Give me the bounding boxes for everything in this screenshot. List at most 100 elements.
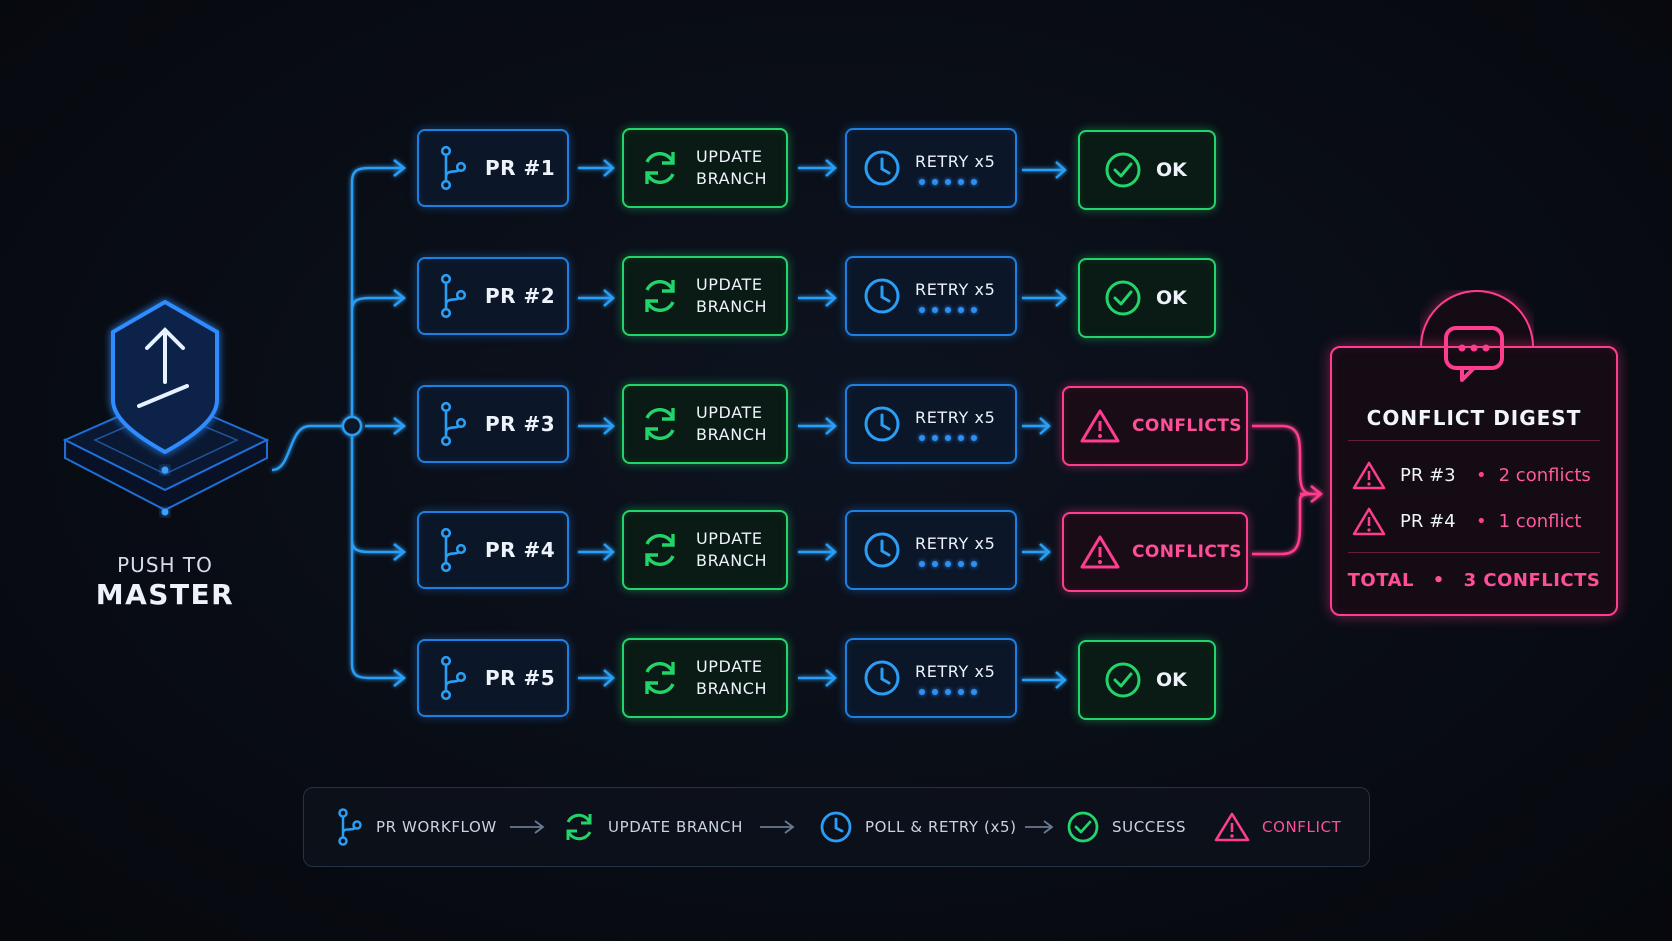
digest-total: TOTAL • 3 CONFLICTS — [1347, 570, 1601, 591]
ok-status-box[interactable]: OK — [1078, 130, 1216, 210]
chat-bubble-icon — [1444, 326, 1504, 382]
retry-label: RETRY x5 — [915, 279, 996, 299]
pr-label: PR #5 — [485, 666, 556, 690]
conflicts-status-box[interactable]: CONFLICTS — [1062, 386, 1248, 466]
digest-title: CONFLICT DIGEST — [1366, 406, 1582, 430]
retry-dots — [919, 178, 995, 185]
legend-pr-workflow-label: PR WORKFLOW — [376, 818, 497, 836]
ok-label: OK — [1156, 159, 1187, 181]
warning-triangle-icon — [1080, 535, 1120, 569]
conflict-digest-panel: CONFLICT DIGEST PR #3 • 2 conflicts PR #… — [1330, 326, 1618, 616]
digest-divider — [1348, 440, 1600, 441]
refresh-icon — [645, 408, 675, 440]
source-label-line1: PUSH TO — [117, 553, 213, 577]
digest-item: PR #4 • 1 conflict — [1352, 506, 1581, 536]
retry-box[interactable]: RETRY x5 — [845, 384, 1017, 464]
warning-triangle-icon — [1352, 507, 1386, 536]
digest-total-label: TOTAL — [1347, 570, 1414, 591]
pr-box[interactable]: PR #3 — [417, 385, 569, 463]
digest-item-pr: PR #3 — [1400, 464, 1456, 486]
git-branch-icon — [440, 527, 467, 573]
git-branch-icon — [440, 401, 467, 447]
legend-conflict: CONFLICT — [1214, 788, 1341, 866]
arrow-icon — [759, 788, 795, 866]
pr-label: PR #1 — [485, 156, 556, 180]
pr-box[interactable]: PR #4 — [417, 511, 569, 589]
clock-icon — [864, 278, 900, 314]
digest-total-value: 3 CONFLICTS — [1463, 570, 1601, 591]
legend-pr-workflow: PR WORKFLOW — [334, 788, 497, 866]
ok-status-box[interactable]: OK — [1078, 258, 1216, 338]
retry-label: RETRY x5 — [915, 661, 996, 681]
legend: PR WORKFLOW UPDATE BRANCH POLL & RETRY (… — [303, 787, 1370, 867]
check-circle-icon — [1067, 811, 1099, 843]
retry-dots — [919, 688, 995, 695]
refresh-icon — [645, 662, 675, 694]
git-branch-icon — [440, 655, 467, 701]
legend-update-branch: UPDATE BRANCH — [562, 788, 743, 866]
pr-label: PR #4 — [485, 538, 556, 562]
legend-success: SUCCESS — [1066, 788, 1186, 866]
ok-status-box[interactable]: OK — [1078, 640, 1216, 720]
refresh-icon — [645, 280, 675, 312]
clock-icon — [864, 660, 900, 696]
source-node — [55, 290, 275, 530]
retry-dots — [919, 434, 995, 441]
check-circle-icon — [1105, 662, 1141, 698]
check-circle-icon — [1105, 152, 1141, 188]
clock-icon — [820, 811, 852, 843]
retry-box[interactable]: RETRY x5 — [845, 638, 1017, 718]
legend-poll-retry-label: POLL & RETRY (x5) — [865, 818, 1017, 836]
conflicts-label: CONFLICTS — [1132, 416, 1242, 436]
pr-box[interactable]: PR #5 — [417, 639, 569, 717]
source-label-line2: MASTER — [95, 578, 235, 611]
digest-item-count: 2 conflicts — [1498, 464, 1591, 486]
legend-poll-retry: POLL & RETRY (x5) — [819, 788, 1017, 866]
digest-item: PR #3 • 2 conflicts — [1352, 460, 1591, 490]
retry-label: RETRY x5 — [915, 407, 996, 427]
retry-dots — [919, 306, 995, 313]
pr-box[interactable]: PR #2 — [417, 257, 569, 335]
retry-dots — [919, 560, 995, 567]
arrow-icon — [1024, 788, 1054, 866]
digest-item-pr: PR #4 — [1400, 510, 1456, 532]
conflicts-label: CONFLICTS — [1132, 542, 1242, 562]
retry-box[interactable]: RETRY x5 — [845, 256, 1017, 336]
row-arrows-1 — [578, 159, 1067, 179]
pr-label: PR #3 — [485, 412, 556, 436]
git-branch-icon — [440, 273, 467, 319]
conflicts-status-box[interactable]: CONFLICTS — [1062, 512, 1248, 592]
retry-label: RETRY x5 — [915, 151, 996, 171]
retry-box[interactable]: RETRY x5 — [845, 128, 1017, 208]
clock-icon — [864, 150, 900, 186]
warning-triangle-icon — [1214, 812, 1250, 842]
pr-box[interactable]: PR #1 — [417, 129, 569, 207]
check-circle-icon — [1105, 280, 1141, 316]
warning-triangle-icon — [1352, 461, 1386, 490]
legend-conflict-label: CONFLICT — [1262, 818, 1342, 836]
legend-success-label: SUCCESS — [1112, 818, 1187, 836]
clock-icon — [864, 406, 900, 442]
retry-label: RETRY x5 — [915, 533, 996, 553]
legend-update-branch-label: UPDATE BRANCH — [608, 818, 743, 836]
refresh-icon — [566, 813, 592, 841]
retry-box[interactable]: RETRY x5 — [845, 510, 1017, 590]
upload-shield-icon — [62, 299, 270, 516]
refresh-icon — [645, 152, 675, 184]
refresh-icon — [645, 534, 675, 566]
arrow-icon — [509, 788, 545, 866]
git-branch-icon — [338, 808, 362, 846]
ok-label: OK — [1156, 287, 1187, 309]
warning-triangle-icon — [1080, 409, 1120, 443]
